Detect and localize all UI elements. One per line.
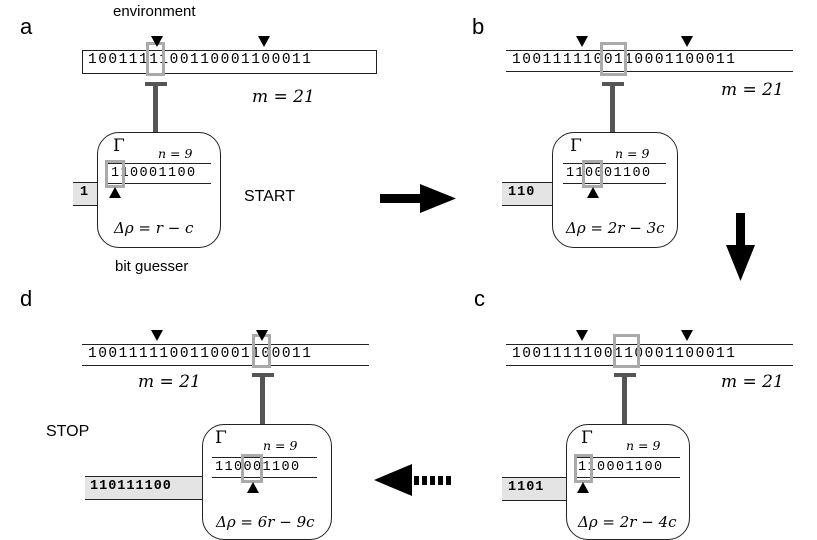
delta-rho-b: Δρ = 2r − 3c (566, 219, 665, 237)
n-label-a: n = 9 (158, 146, 193, 161)
model-cursor-highlight-c (574, 454, 593, 483)
output-bits-b: 110 (508, 185, 536, 200)
panel-label-a: a (20, 14, 33, 39)
model-rule-bottom-a (108, 183, 211, 185)
model-rule-top-b (563, 163, 666, 165)
bit-guesser-box-d (202, 424, 332, 540)
gamma-label-b: Γ (570, 136, 582, 156)
stop-label: STOP (46, 423, 90, 440)
arrow-b-to-c (726, 213, 755, 281)
n-label-d: n = 9 (263, 438, 298, 453)
read-head-highlight-c (613, 334, 640, 368)
m-label-d: m = 21 (138, 372, 201, 392)
pointer-marker-d-2 (256, 330, 268, 341)
panel-label-c: c (474, 286, 485, 311)
connector-rod-a (153, 86, 158, 133)
m-label-a: m = 21 (252, 87, 315, 107)
gamma-label-c: Γ (581, 428, 593, 448)
pointer-marker-b-1 (576, 36, 588, 47)
tape-line-top-b (506, 50, 793, 52)
environment-tape-a (82, 50, 377, 74)
pointer-marker-b-2 (681, 36, 693, 47)
tape-line-bottom-b (506, 71, 793, 73)
n-label-c: n = 9 (626, 438, 661, 453)
m-label-c: m = 21 (721, 372, 784, 392)
bit-guesser-caption: bit guesser (115, 258, 189, 275)
gamma-label-a: Γ (113, 136, 125, 156)
model-cursor-highlight-b (582, 160, 603, 188)
connector-rod-d (260, 377, 265, 425)
arrow-c-to-d-dashed (374, 464, 451, 496)
output-bits-c: 1101 (508, 480, 545, 495)
environment-tape-bits-a: 1001111100110001100011 (88, 52, 313, 68)
arrow-a-to-b (380, 184, 456, 213)
model-pointer-c (577, 482, 589, 493)
connector-rod-b (610, 86, 615, 133)
connector-rod-c (622, 377, 627, 425)
output-strip-d (85, 476, 203, 500)
model-bits-a: 110001100 (111, 166, 197, 181)
model-rule-top-d (212, 457, 317, 459)
model-rule-top-a (108, 163, 211, 165)
model-bits-c: 110001100 (578, 460, 664, 475)
model-pointer-a (109, 187, 121, 198)
environment-tape-bits-c: 1001111100110001100011 (512, 346, 737, 362)
bit-guesser-box-b (552, 132, 678, 248)
model-rule-bottom-b (563, 183, 666, 185)
pointer-marker-a-1 (151, 36, 163, 47)
pointer-marker-a-2 (258, 36, 270, 47)
model-rule-bottom-c (575, 477, 680, 479)
output-strip-a (73, 182, 101, 206)
delta-rho-d: Δρ = 6r − 9c (216, 513, 315, 531)
model-rule-top-c (575, 457, 680, 459)
model-bits-d: 110001100 (215, 460, 301, 475)
rod-cap-b (602, 82, 624, 86)
tape-line-top-d (82, 344, 369, 346)
tape-line-bottom-c (506, 365, 793, 367)
model-bits-b: 110001100 (566, 166, 652, 181)
output-bits-a: 1 (80, 185, 90, 200)
model-rule-bottom-d (212, 477, 317, 479)
panel-label-d: d (20, 286, 33, 311)
pointer-marker-c-2 (681, 330, 693, 341)
model-cursor-highlight-a (105, 160, 125, 188)
environment-label: environment (113, 3, 196, 20)
model-pointer-b (587, 187, 599, 198)
environment-tape-bits-b: 1001111100110001100011 (512, 52, 737, 68)
output-strip-b (502, 182, 554, 206)
pointer-marker-d-1 (151, 330, 163, 341)
pointer-marker-c-1 (576, 330, 588, 341)
rod-cap-d (252, 373, 274, 377)
rod-cap-a (145, 82, 167, 86)
tape-line-bottom-d (82, 365, 369, 367)
panel-label-b: b (472, 14, 485, 39)
output-strip-c (502, 477, 566, 501)
m-label-b: m = 21 (721, 80, 784, 100)
model-pointer-d (247, 482, 259, 493)
tape-line-top-c (506, 344, 793, 346)
delta-rho-c: Δρ = 2r − 4c (578, 513, 677, 531)
n-label-b: n = 9 (615, 146, 650, 161)
delta-rho-a: Δρ = r − c (114, 219, 194, 237)
output-bits-d: 110111100 (90, 479, 172, 494)
gamma-label-d: Γ (215, 428, 227, 448)
environment-tape-bits-d: 1001111100110001100011 (88, 346, 313, 362)
read-head-highlight-b (600, 42, 627, 76)
start-label: START (244, 188, 295, 205)
model-cursor-highlight-d (241, 454, 263, 483)
rod-cap-c (614, 373, 636, 377)
